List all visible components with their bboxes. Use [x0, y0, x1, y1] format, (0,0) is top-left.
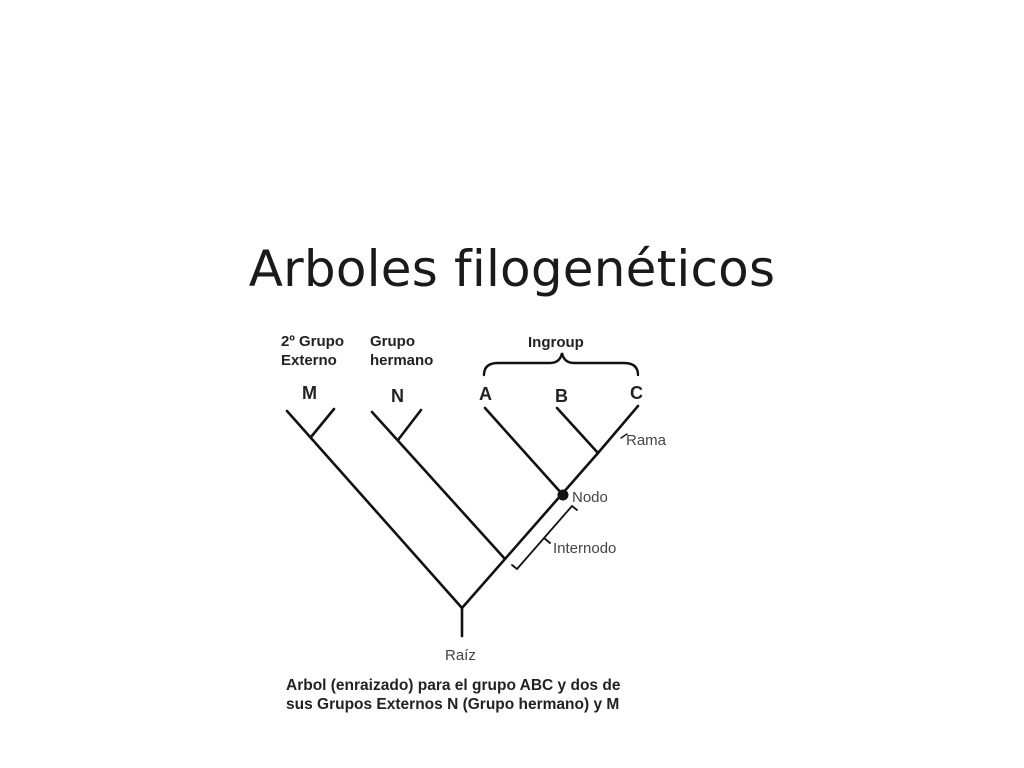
branch-c — [596, 404, 640, 455]
label-branch: Rama — [626, 432, 667, 449]
branch-pointer — [620, 433, 628, 439]
taxon-a: A — [479, 384, 492, 404]
node-marker — [557, 489, 569, 501]
diagram-caption: Arbol (enraizado) para el grupo ABC y do… — [286, 676, 686, 714]
taxon-b: B — [555, 386, 568, 406]
taxon-n: N — [391, 386, 404, 406]
caption-line-2: sus Grupos Externos N (Grupo hermano) y … — [286, 696, 620, 713]
caption-line-1: Arbol (enraizado) para el grupo ABC y do… — [286, 677, 621, 694]
branch-m-lineage — [285, 409, 464, 610]
taxon-m: M — [302, 383, 317, 403]
ingroup-brace — [482, 352, 640, 377]
branch-n-tip — [396, 408, 423, 442]
branch-backbone — [460, 451, 600, 610]
header-ingroup: Ingroup — [528, 334, 584, 351]
header-outgroup2-line2: Externo — [281, 352, 337, 369]
taxon-c: C — [630, 383, 643, 403]
branch-m-tip — [309, 407, 336, 439]
header-outgroup2-line1: 2º Grupo — [281, 333, 344, 350]
header-sister-line2: hermano — [370, 352, 433, 369]
internode-bracket — [511, 504, 578, 571]
slide-title: Arboles filogenéticos — [248, 240, 776, 298]
label-root: Raíz — [445, 647, 476, 664]
branch-n-lineage — [370, 410, 507, 561]
header-sister-line1: Grupo — [370, 333, 415, 350]
branch-b — [555, 406, 600, 455]
label-node: Nodo — [572, 489, 608, 506]
branch-a — [483, 406, 565, 497]
label-internode: Internodo — [553, 540, 616, 557]
